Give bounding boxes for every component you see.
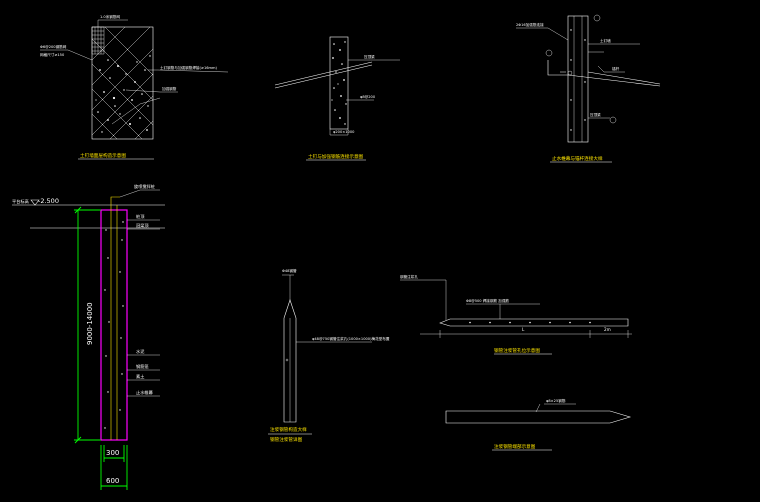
detail-1-mesh-hatch [91,26,105,55]
detail-3-node-1 [593,14,601,22]
detail-1-leaders [40,19,229,125]
detail-4-dimension-bottom [100,445,128,490]
detail-6-caption: 钢管注浆管孔位示意图 [494,347,540,354]
detail-6-dimension [420,330,632,338]
detail-5-caption: 注浆钢管构造大样 [270,426,307,433]
detail-2-label-size: φ200×1000 [333,130,355,134]
detail-1-diagonal-grid [91,26,154,140]
detail-1-caption: 土钉墙面层构造示意图 [80,152,126,159]
detail-6-holes [469,321,591,324]
detail-6-dim-l: L [522,327,525,332]
detail-1-outline [91,26,154,140]
detail-4-casing-fill [104,221,124,429]
detail-6-rod [445,410,632,424]
detail-6-label-mid: Φ8@500 焊接钢筋 加强筋 [466,298,509,303]
detail-6-top-leader [400,279,447,320]
detail-4-casing [100,209,128,441]
detail-1-label-weld: 土钉钢筋与加强钢筋焊接(≥16mm) [160,65,218,70]
detail-3-label-cap: 压顶梁 [590,112,601,117]
detail-6-caption-2: 注浆钢管端部示意图 [494,443,536,450]
detail-2-column [329,36,349,130]
detail-5-top-leader [282,274,294,300]
detail-1-label-spacing: 网格尺寸≥150 [40,52,65,57]
detail-5-caption-2: 钢管注浆管详图 [270,436,303,443]
detail-6-pipe-layout: 钢管注浆孔 Φ8@500 焊接钢筋 加强筋 L 2m 钢管注浆管孔位示意图 φ8… [400,274,632,451]
detail-1-label-mesh: Φ6@200钢筋网 [40,44,67,49]
detail-3-node-3 [609,116,617,124]
detail-6-dim-2m: 2m [604,327,611,332]
detail-3-node-2 [545,49,553,57]
detail-2-leaders [329,59,400,136]
detail-4-callout-4: 水泥 [136,348,144,355]
detail-3-label-anchor: 锚杆 [612,66,620,71]
detail-4-dim-inner: 300 [106,449,119,457]
detail-4-leaders [119,189,160,397]
detail-4-dim-outer: 600 [106,477,119,485]
detail-4-pile-profile: 平台标高 -2.500 9000-14000 [12,183,165,490]
detail-1-concrete-speckle [95,55,151,133]
detail-6-pipe [439,318,629,327]
detail-6-mid-leader [466,303,540,319]
detail-4-callout-6: 素土 [136,373,144,379]
detail-2-label-rebar: φ8@200 [360,95,376,99]
detail-6-label-bottom: φ8×25钢筋 [546,398,566,403]
detail-5-pipe: Φ48钢管 φ48@750钢管注浆孔(1000×1000)梅花型布置 注浆钢管构… [268,268,390,443]
detail-2-section: 压顶梁 φ8@200 φ200×1000 土钉与加强钢筋连接示意图 [274,36,400,161]
detail-2-slope-lower [274,64,373,89]
detail-3-anchor [567,74,661,87]
detail-4-rebar-cage [110,196,120,440]
detail-3-label-wall: 土钉墙 [600,38,611,43]
detail-3-curtain [567,15,589,143]
detail-2-column-speckle [331,41,347,125]
detail-2-caption: 土钉与加强钢筋连接示意图 [308,153,364,160]
detail-4-level-marker [30,199,40,206]
detail-4-level-value: -2.500 [38,197,59,205]
detail-3-label-top: 2Φ16加强筋连接 [516,22,544,27]
detail-2-slope-upper [274,61,373,86]
detail-4-dimension-vertical [74,206,101,444]
detail-3-leaders [516,27,640,119]
detail-4-callout-5: 钢筋笼 [136,363,149,370]
detail-2-label-cap: 压顶梁 [364,54,375,59]
detail-4-callout-7: 止水帷幕 [136,389,154,396]
detail-6-label-top: 钢管注浆孔 [400,274,418,279]
detail-4-callout-1: 旋喷搅拌桩 [134,183,155,190]
detail-4-level-label: 平台标高 [12,198,29,205]
detail-5-top-label: Φ48钢管 [282,268,297,273]
detail-1-face-layer: 1.0米钢筋网 Φ6@200钢筋网 网格尺寸≥150 土钉钢筋与加强钢筋焊接(≥… [40,14,229,160]
detail-4-length-dim: 9000-14000 [86,302,94,345]
detail-3-caption: 止水帷幕与锚杆连接大样 [552,155,603,162]
detail-6-rod-leader [535,403,576,413]
detail-4-callout-2: 桩顶 [136,213,145,220]
detail-1-label-top: 1.0米钢筋网 [100,14,120,19]
detail-3-hook [547,60,568,76]
detail-3-anchor-head [567,70,573,76]
detail-3-section: 2Φ16加强筋连接 锚杆 土钉墙 压顶梁 止水帷幕与锚杆连接大样 [516,14,661,163]
detail-1-label-rebar: 加强钢筋 [162,86,177,91]
detail-4-callout-3: 冠梁顶 [136,222,149,229]
detail-5-side-label: φ48@750钢管注浆孔(1000×1000)梅花型布置 [312,336,390,341]
